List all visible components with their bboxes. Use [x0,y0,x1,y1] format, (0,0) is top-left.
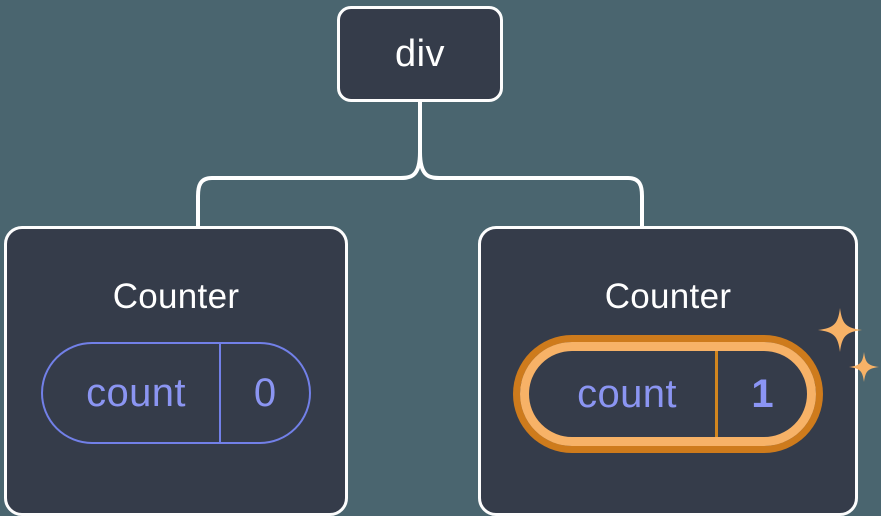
state-key: count [86,370,186,415]
state-value: 0 [219,344,309,442]
node-title: Counter [112,277,240,316]
root-label: div [394,33,446,75]
node-title: Counter [604,277,732,316]
state-pill-wrapper: count 0 [41,342,311,444]
node-root-div[interactable]: div [337,6,503,102]
state-value: 1 [715,351,807,437]
sparkle-icon [818,308,879,382]
state-pill-highlighted[interactable]: count 1 [520,342,816,446]
state-pill[interactable]: count 0 [41,342,311,444]
connector-branch-left [196,150,422,228]
connector-branch-right [418,150,644,228]
diagram-canvas: div Counter count 0 Counter count 1 [4,6,879,516]
node-counter-left[interactable]: Counter count 0 [4,226,348,516]
node-counter-right[interactable]: Counter count 1 [478,226,879,516]
state-pill-wrapper-highlighted: count 1 [520,308,879,446]
state-key: count [577,371,677,416]
